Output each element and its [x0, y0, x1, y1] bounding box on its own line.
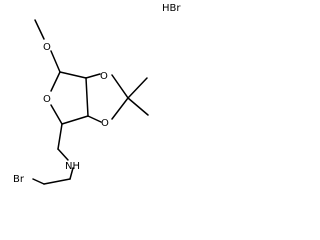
bond-nh-to-ch2: [69, 167, 74, 180]
bond-ch2-to-ch2: [43, 178, 71, 185]
dioxolane-oxygen-lower-label: O: [101, 118, 109, 129]
methoxy-oxygen-label: O: [43, 42, 51, 53]
bond-cme2-to-methyl-lower: [127, 97, 149, 116]
amine-nh-label: NH: [65, 161, 80, 172]
bromine-label: Br: [13, 174, 25, 185]
bond-c3-to-c4: [61, 115, 89, 125]
bond-c4-to-ring-o: [50, 104, 63, 125]
bond-c2-to-c3: [85, 77, 89, 117]
bond-ch2-to-nh: [57, 148, 69, 161]
bond-ch2-to-br: [32, 178, 45, 185]
bond-c3-to-o-lower: [87, 115, 102, 123]
bond-cme2-to-methyl-upper: [127, 77, 148, 99]
dioxolane-oxygen-upper-label: O: [100, 71, 108, 82]
bond-c2-to-o-upper: [85, 73, 101, 79]
chemical-structure: O O O O NH Br HBr: [13, 3, 181, 185]
bond-methyl-to-methoxy-o: [34, 19, 45, 40]
bond-o-lower-to-cme2: [111, 97, 129, 120]
ring-oxygen-label: O: [43, 94, 51, 105]
bond-c4-to-ch2: [57, 123, 63, 150]
bond-methoxy-o-to-c1: [50, 50, 61, 73]
bond-o-upper-to-cme2: [111, 74, 129, 99]
bond-ring-o-to-c1: [50, 71, 61, 92]
hbr-salt-label: HBr: [162, 3, 181, 14]
bond-c1-to-c2: [59, 71, 87, 79]
